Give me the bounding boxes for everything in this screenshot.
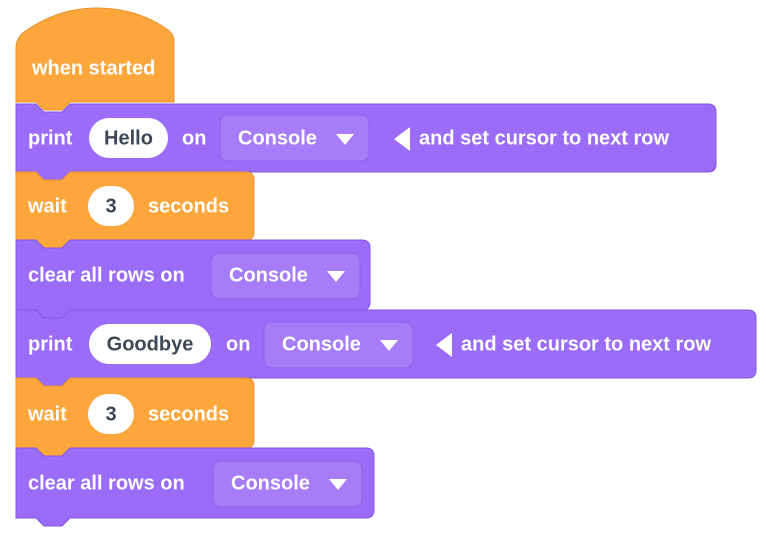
print-goodbye-dropdown-value: Console [282,333,361,355]
clear-rows-first-console-dropdown[interactable] [210,252,361,300]
clear-rows-second-console-dropdown[interactable] [212,460,363,508]
print-goodbye-label-after: and set cursor to next row [461,333,711,355]
triangle-left-icon[interactable] [436,333,452,357]
block-clear-rows-first[interactable]: clear all rows on Console [15,239,371,319]
block-print-hello[interactable]: print Hello on Console and set cursor to… [15,103,717,181]
print-hello-label-on: on [182,127,206,149]
clear-rows-second-label: clear all rows on [28,472,185,494]
print-hello-text-value: Hello [104,127,153,149]
triangle-left-icon[interactable] [394,127,410,151]
wait-3-first-number-value: 3 [105,195,116,217]
block-clear-rows-second[interactable]: clear all rows on Console [15,447,375,527]
clear-rows-first-label: clear all rows on [28,264,185,286]
clear-rows-second-dropdown-value: Console [231,472,310,494]
print-hello-dropdown-value: Console [238,127,317,149]
wait-3-second-number-value: 3 [105,403,116,425]
print-goodbye-label-print: print [28,333,73,355]
print-goodbye-label-on: on [226,333,250,355]
chevron-down-icon[interactable] [327,271,345,282]
chevron-down-icon[interactable] [336,134,354,145]
print-hello-label-after: and set cursor to next row [419,127,669,149]
wait-3-first-number-field[interactable] [88,186,134,226]
wait-3-second-number-field[interactable] [88,394,134,434]
chevron-down-icon[interactable] [329,479,347,490]
clear-rows-first-dropdown-value: Console [229,264,308,286]
print-hello-text-field[interactable] [89,118,168,158]
when-started-label: when started [31,57,155,79]
wait-3-first-label-seconds: seconds [148,195,229,217]
print-goodbye-text-value: Goodbye [107,333,194,355]
print-goodbye-text-field[interactable] [89,324,211,364]
block-when-started[interactable]: when started [15,7,175,111]
when-started-shape[interactable] [15,7,175,111]
print-goodbye-console-dropdown[interactable] [263,321,414,369]
print-hello-console-dropdown[interactable] [219,114,370,162]
block-wait-3-second[interactable]: wait 3 seconds [15,377,255,457]
block-wait-3-first[interactable]: wait 3 seconds [15,171,255,249]
block-print-goodbye[interactable]: print Goodbye on Console and set cursor … [15,309,757,387]
print-hello-label-print: print [28,127,73,149]
chevron-down-icon[interactable] [380,340,398,351]
wait-3-second-label-wait: wait [27,403,67,425]
wait-3-second-label-seconds: seconds [148,403,229,425]
wait-3-first-label-wait: wait [27,195,67,217]
